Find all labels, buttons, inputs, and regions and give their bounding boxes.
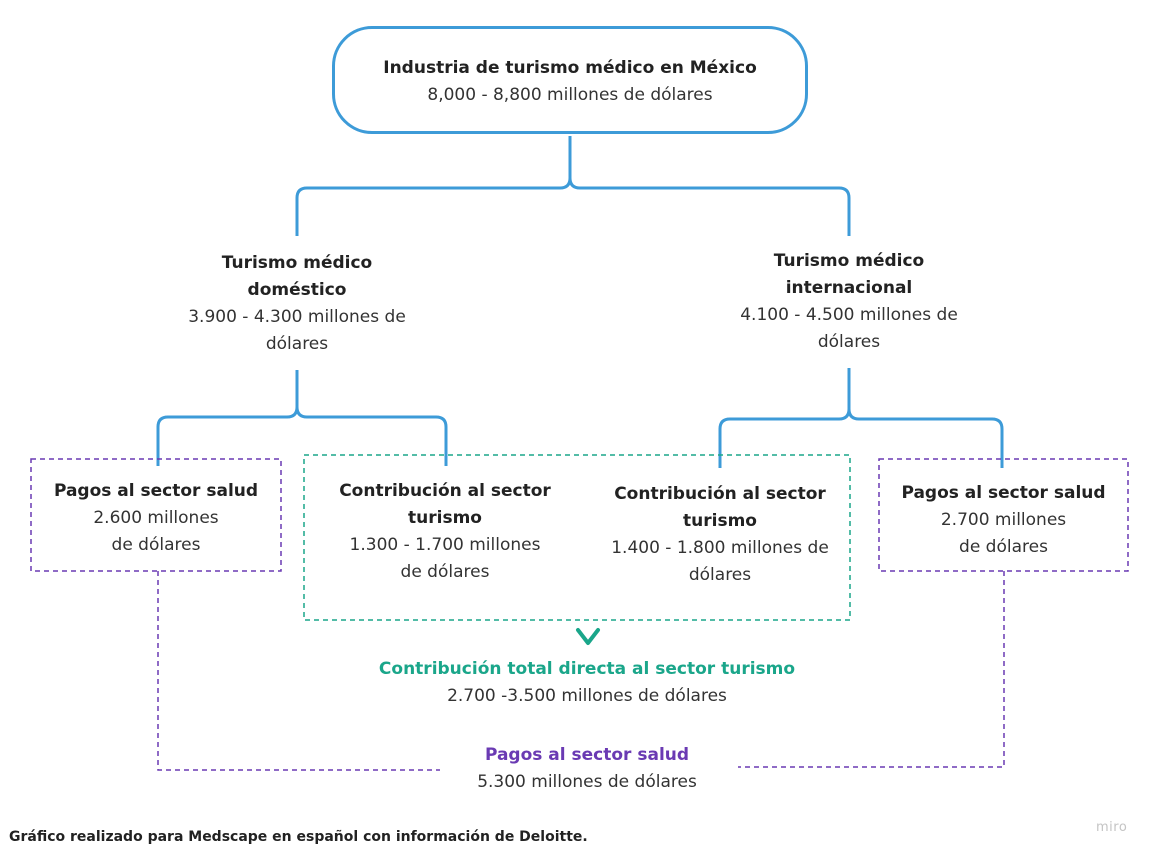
root-node-border bbox=[332, 26, 808, 134]
domestic-value-line1: 3.900 - 4.300 millones de bbox=[188, 307, 406, 327]
domestic-health-value-line1: 2.600 millones bbox=[93, 508, 219, 528]
domestic-node: Turismo médico doméstico 3.900 - 4.300 m… bbox=[157, 250, 437, 358]
total-health-node: Pagos al sector salud 5.300 millones de … bbox=[437, 742, 737, 796]
root-node: Industria de turismo médico en México 8,… bbox=[332, 55, 808, 109]
domestic-value-line2: dólares bbox=[265, 334, 329, 354]
domestic-connector bbox=[156, 370, 448, 466]
international-value-line2: dólares bbox=[817, 332, 881, 352]
international-tourism-title-line2: turismo bbox=[683, 511, 757, 531]
health-total-connector-right bbox=[738, 571, 1005, 768]
domestic-tourism-node: Contribución al sector turismo 1.300 - 1… bbox=[315, 478, 575, 586]
international-title-line1: Turismo médico bbox=[773, 251, 925, 271]
domestic-health-value-line2: de dólares bbox=[111, 535, 201, 555]
total-health-title: Pagos al sector salud bbox=[484, 745, 690, 765]
international-value-line1: 4.100 - 4.500 millones de bbox=[740, 305, 958, 325]
domestic-health-title: Pagos al sector salud bbox=[53, 481, 259, 501]
total-tourism-title: Contribución total directa al sector tur… bbox=[378, 659, 796, 679]
source-footnote: Gráfico realizado para Medscape en españ… bbox=[9, 829, 588, 845]
total-tourism-node: Contribución total directa al sector tur… bbox=[337, 656, 837, 710]
international-tourism-title-line1: Contribución al sector bbox=[614, 484, 826, 504]
domestic-title-line1: Turismo médico bbox=[221, 253, 373, 273]
tourism-group-box bbox=[303, 454, 851, 621]
domestic-tourism-value-line1: 1.300 - 1.700 millones bbox=[349, 535, 541, 555]
international-title-line2: internacional bbox=[785, 278, 913, 298]
international-health-box bbox=[878, 458, 1129, 572]
domestic-tourism-title-line2: turismo bbox=[408, 508, 482, 528]
total-health-value: 5.300 millones de dólares bbox=[477, 772, 697, 792]
root-connector bbox=[295, 136, 851, 236]
domestic-tourism-title-line1: Contribución al sector bbox=[339, 481, 551, 501]
health-total-connector-left bbox=[157, 571, 440, 771]
domestic-health-node: Pagos al sector salud 2.600 millones de … bbox=[31, 478, 281, 559]
international-tourism-node: Contribución al sector turismo 1.400 - 1… bbox=[585, 481, 855, 589]
root-title: Industria de turismo médico en México bbox=[383, 58, 757, 78]
domestic-title-line2: doméstico bbox=[247, 280, 347, 300]
root-value: 8,000 - 8,800 millones de dólares bbox=[427, 85, 713, 105]
domestic-tourism-value-line2: de dólares bbox=[400, 562, 490, 582]
international-connector bbox=[718, 368, 1004, 468]
international-health-node: Pagos al sector salud 2.700 millones de … bbox=[879, 480, 1128, 561]
international-node: Turismo médico internacional 4.100 - 4.5… bbox=[709, 248, 989, 356]
domestic-health-box bbox=[30, 458, 282, 572]
international-tourism-value-line2: dólares bbox=[688, 565, 752, 585]
international-tourism-value-line1: 1.400 - 1.800 millones de bbox=[611, 538, 829, 558]
international-health-value-line2: de dólares bbox=[959, 537, 1048, 557]
total-tourism-value: 2.700 -3.500 millones de dólares bbox=[447, 686, 727, 706]
tourism-total-arrow-icon bbox=[576, 628, 600, 645]
international-health-value-line1: 2.700 millones bbox=[940, 510, 1067, 530]
miro-watermark: miro bbox=[1096, 820, 1128, 835]
international-health-title: Pagos al sector salud bbox=[901, 483, 1106, 503]
